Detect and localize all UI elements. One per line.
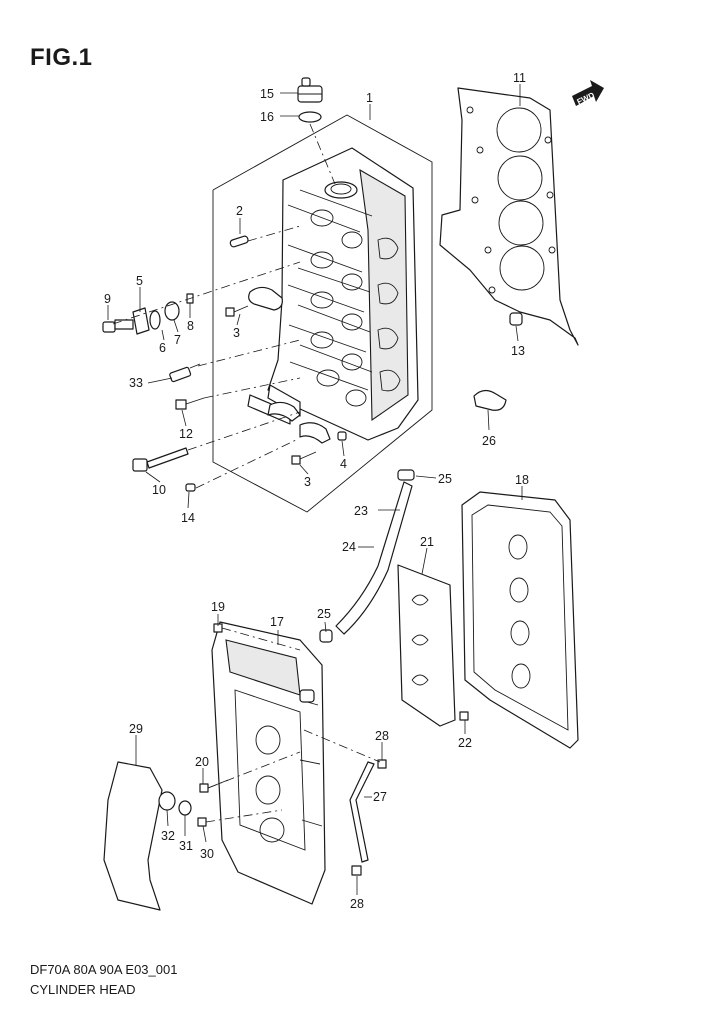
plug: [185, 483, 196, 492]
diagram-caption: CYLINDER HEAD: [30, 982, 136, 997]
callout-32: 32: [161, 829, 175, 843]
temperature-sensor: [169, 363, 201, 383]
callout-13: 13: [511, 344, 525, 358]
callout-22: 22: [458, 736, 472, 750]
callout-26: 26: [482, 434, 496, 448]
callout-19: 19: [211, 600, 225, 614]
locating-pin: [337, 431, 347, 441]
cylinder-head-cover: [211, 621, 326, 905]
callout-17: 17: [270, 615, 284, 629]
dowel-pin: [229, 235, 249, 248]
callout-28b: 28: [350, 897, 364, 911]
callout-33: 33: [129, 376, 143, 390]
leader-lines: [107, 84, 523, 895]
head-bolt: [132, 447, 189, 472]
gasket-dowel: [509, 312, 523, 326]
callout-20: 20: [195, 755, 209, 769]
callout-25a: 25: [438, 472, 452, 486]
sensor-assembly: [102, 293, 194, 335]
bolt-12: [175, 397, 205, 410]
callout-14: 14: [181, 511, 195, 525]
baffle-plate: [397, 564, 456, 727]
callout-5: 5: [136, 274, 143, 288]
callout-labels: 1 2 3 3 4 5 6 7 8 9 10 11 12 13 14 15 16…: [104, 71, 529, 911]
callout-12: 12: [179, 427, 193, 441]
plate-collar: [158, 791, 176, 811]
oil-pipe: [349, 759, 387, 876]
cam-cap-upper: [248, 286, 283, 311]
oil-filler-cap: [297, 77, 323, 103]
callout-9: 9: [104, 292, 111, 306]
o-ring: [298, 111, 322, 123]
callout-21: 21: [420, 535, 434, 549]
callout-15: 15: [260, 87, 274, 101]
callout-27: 27: [373, 790, 387, 804]
figure-label: FIG.1: [30, 44, 93, 71]
cam-cap-lower-a: [267, 401, 301, 422]
callout-6: 6: [159, 341, 166, 355]
callout-29: 29: [129, 722, 143, 736]
callout-23: 23: [354, 504, 368, 518]
callout-31: 31: [179, 839, 193, 853]
cam-cap-lower-b: [299, 422, 331, 444]
cover-gasket: [461, 491, 579, 749]
callout-3a: 3: [233, 326, 240, 340]
cam-cap-bolt: [225, 305, 317, 465]
callout-10: 10: [152, 483, 166, 497]
callout-11: 11: [513, 71, 526, 85]
breather-hose: [319, 469, 415, 643]
callout-7: 7: [174, 333, 181, 347]
cylinder-head-drawing: [212, 114, 433, 513]
callout-30: 30: [200, 847, 214, 861]
forward-arrow-icon: FWD: [572, 80, 604, 107]
callout-3b: 3: [304, 475, 311, 489]
callout-4: 4: [340, 457, 347, 471]
head-gasket: [439, 87, 579, 346]
plate-grommet: [178, 800, 192, 816]
side-cover-plate: [103, 761, 163, 911]
callout-2: 2: [236, 204, 243, 218]
callout-24: 24: [342, 540, 356, 554]
callout-28a: 28: [375, 729, 389, 743]
plate-bolt: [197, 817, 207, 827]
callout-18: 18: [515, 473, 529, 487]
callout-25b: 25: [317, 607, 331, 621]
hose-clip: [473, 389, 507, 411]
callout-8: 8: [187, 319, 194, 333]
drawing-code: DF70A 80A 90A E03_001: [30, 962, 178, 977]
callout-1: 1: [366, 91, 373, 105]
callout-16: 16: [260, 110, 274, 124]
baffle-screw: [459, 711, 469, 721]
